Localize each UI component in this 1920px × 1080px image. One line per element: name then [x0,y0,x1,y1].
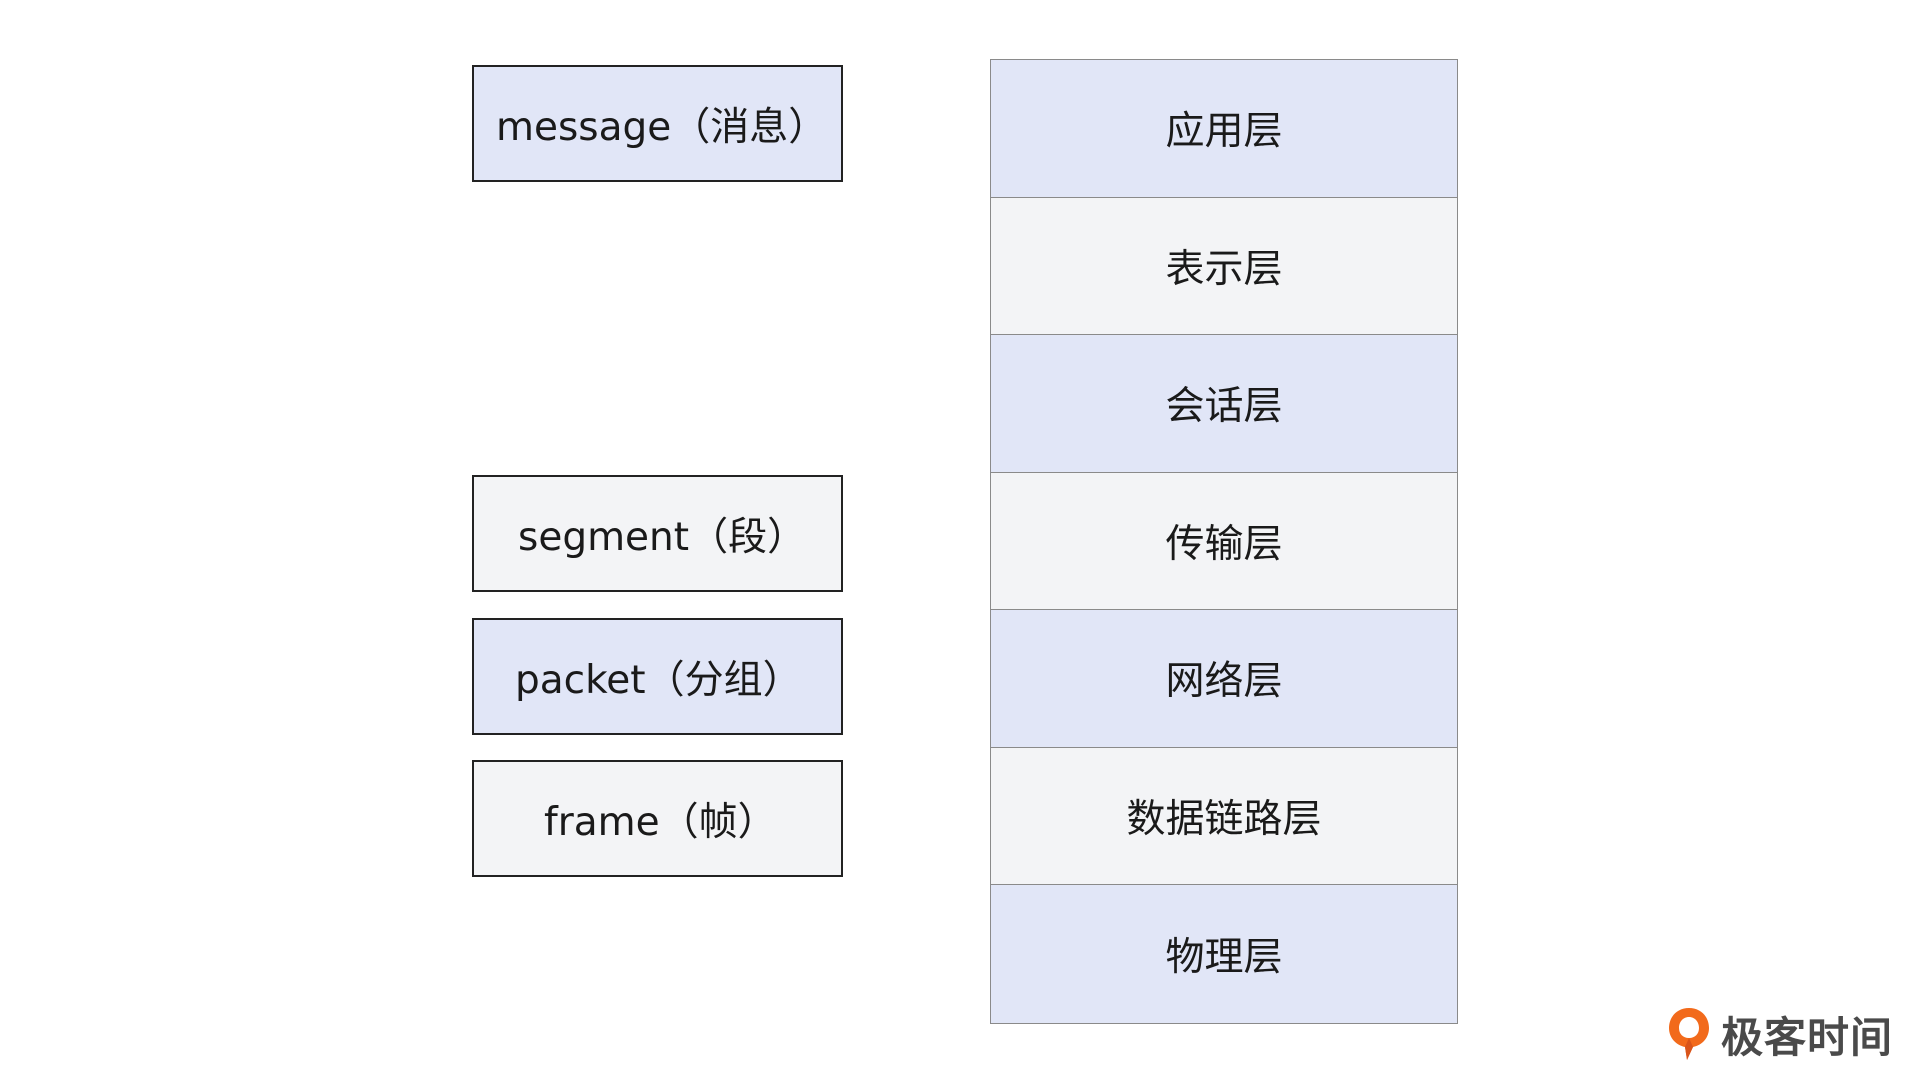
osi-layer-presentation: 表示层 [991,197,1457,335]
pdu-segment-box: segment（段） [472,475,843,592]
osi-layer-physical: 物理层 [991,885,1457,1023]
pdu-message-box: message（消息） [472,65,843,182]
osi-layer-label: 数据链路层 [1126,796,1322,842]
pdu-frame-label: frame（帧） [544,799,777,845]
pdu-packet-label: packet（分组） [515,657,802,703]
osi-layer-label: 应用层 [1165,109,1283,155]
osi-layer-label: 表示层 [1165,246,1283,292]
osi-layer-transport: 传输层 [991,472,1457,610]
osi-layer-label: 会话层 [1165,384,1283,430]
osi-layer-session: 会话层 [991,335,1457,473]
osi-layer-network: 网络层 [991,610,1457,748]
brand-logo: 极客时间 [1665,1004,1893,1064]
osi-layer-label: 物理层 [1165,934,1283,980]
geek-time-logo-icon [1669,1008,1709,1060]
osi-layer-label: 网络层 [1165,659,1283,705]
osi-layer-label: 传输层 [1165,521,1283,567]
brand-logo-text: 极客时间 [1721,1012,1894,1062]
pdu-frame-box: frame（帧） [472,760,843,877]
osi-layer-data-link: 数据链路层 [991,747,1457,885]
pdu-packet-box: packet（分组） [472,618,843,735]
pdu-message-label: message（消息） [496,104,828,150]
osi-layer-stack: 应用层 表示层 会话层 传输层 网络层 数据链路层 物理层 [990,59,1458,1024]
osi-layer-application: 应用层 [991,60,1457,198]
pdu-segment-label: segment（段） [518,514,807,560]
